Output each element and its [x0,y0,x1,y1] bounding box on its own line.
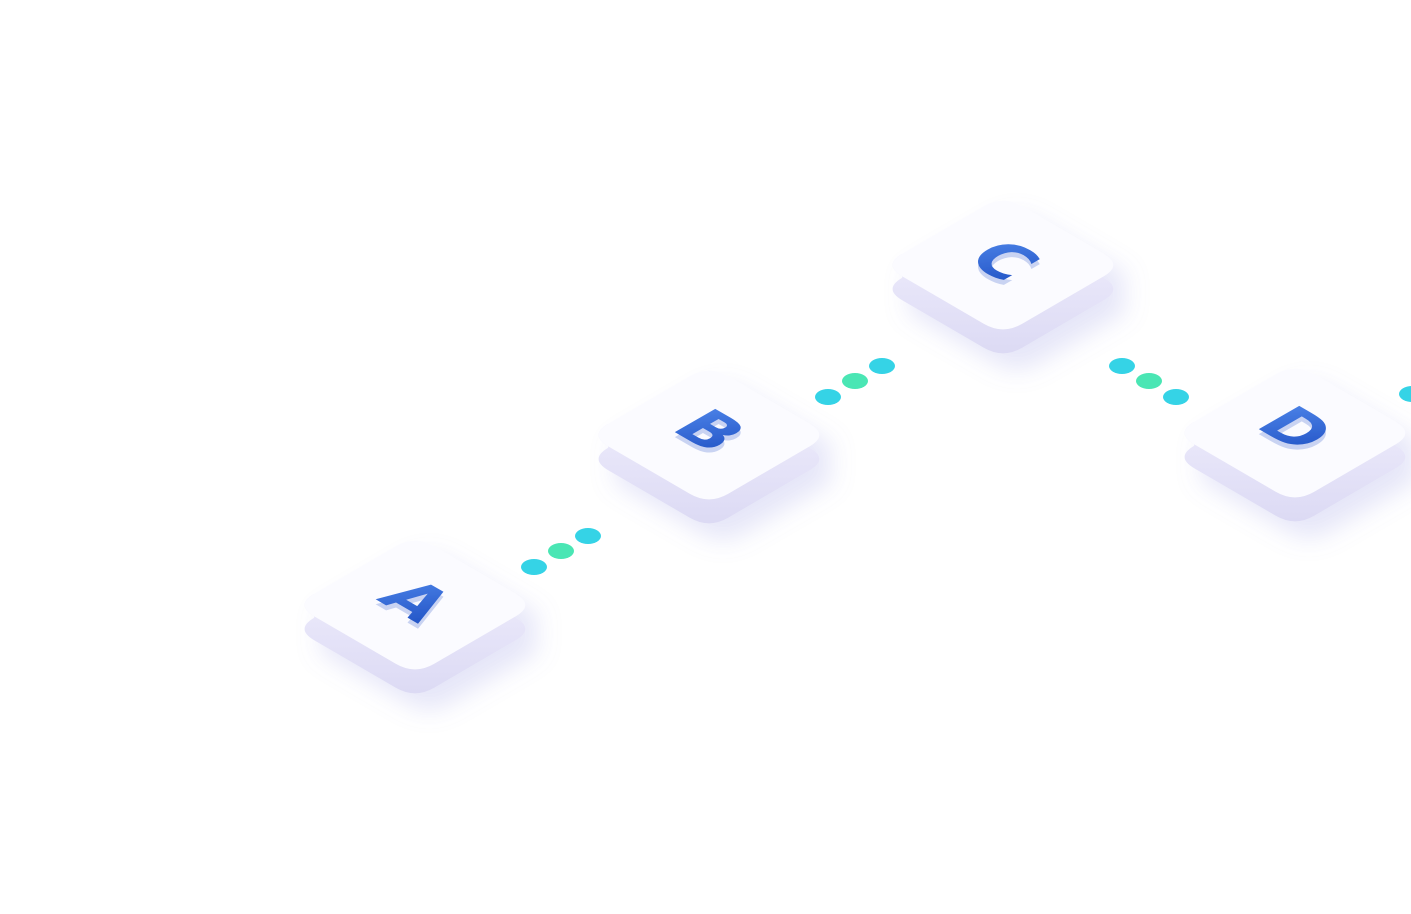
connector-dot [815,389,841,405]
tile-top [304,540,526,670]
connector-dot [575,528,601,544]
tile-top [598,370,820,500]
connector-dot [548,543,574,559]
connector-dot [869,358,895,374]
connector-dot [1163,389,1189,405]
connector-group [521,358,1411,575]
step-tile-b: BB [598,370,820,524]
tile-side [598,423,820,524]
step-tile-a: AA [304,540,526,694]
tile-top [1184,368,1406,498]
connector-dot [521,559,547,575]
connector-dots-2 [815,358,895,405]
connector-dots-3 [1109,358,1189,405]
tile-side [304,593,526,694]
connector-dot [1399,386,1411,402]
step-tile-d: DD [1184,368,1406,522]
tile-top [892,200,1114,330]
connector-dot [1109,358,1135,374]
tile-group: AA BB CC DD [304,200,1406,694]
connector-dot [1136,373,1162,389]
connector-dots-4 [1399,386,1411,402]
connector-dot [842,373,868,389]
tile-side [892,253,1114,354]
step-tile-c: CC [892,200,1114,354]
connector-dots-1 [521,528,601,575]
tile-side [1184,421,1406,522]
